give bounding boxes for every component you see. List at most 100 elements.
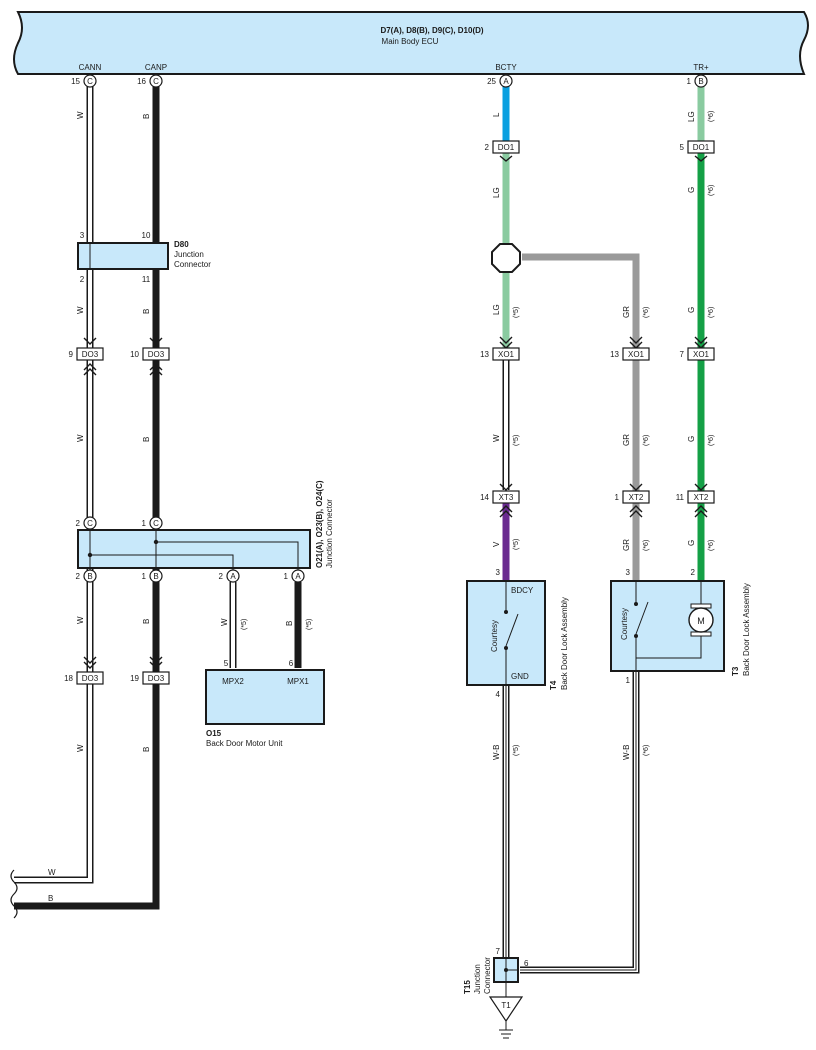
o21-pin-bot-2: B 1 xyxy=(142,569,163,583)
svg-text:5: 5 xyxy=(680,143,685,152)
wire-label-w: W xyxy=(220,618,229,626)
wire-label-note6: (*6) xyxy=(708,435,715,446)
svg-text:16: 16 xyxy=(137,77,146,86)
wire-label-note6: (*6) xyxy=(708,185,715,196)
wire-label-g: G xyxy=(687,540,696,546)
t4-internal-switch xyxy=(504,581,519,685)
svg-text:DO3: DO3 xyxy=(148,350,165,359)
wire-label-gr: GR xyxy=(622,434,631,446)
t4-bottom-terminal: GND xyxy=(511,672,529,681)
terminal-bcty-label: BCTY xyxy=(495,63,517,72)
wire-label-b: B xyxy=(285,621,294,626)
t3-switch-label: Courtesy xyxy=(620,608,629,640)
wire-label-lg: LG xyxy=(687,111,696,122)
ecu-pin-cann: C 15 xyxy=(71,74,97,88)
wire-label-w: W xyxy=(76,434,85,442)
o21-internal-wiring xyxy=(87,530,299,570)
svg-text:XO1: XO1 xyxy=(498,350,515,359)
o21-pin-bot-1: B 2 xyxy=(76,569,97,583)
t4-pin-bottom: 4 xyxy=(496,690,501,699)
o21-pin-top-2: C 1 xyxy=(142,516,163,530)
svg-text:A: A xyxy=(295,572,301,581)
svg-text:XT2: XT2 xyxy=(629,493,644,502)
svg-text:DO3: DO3 xyxy=(148,674,165,683)
wire-label-w: W xyxy=(76,306,85,314)
d80-pin-top-w: 3 xyxy=(80,231,85,240)
svg-text:B: B xyxy=(153,572,158,581)
inline-connector-xt2-gr: XT2 1 xyxy=(615,483,650,518)
t4-name: Back Door Lock Assembly xyxy=(560,597,569,690)
inline-connector-do3-b-lower: DO3 19 xyxy=(130,656,170,685)
svg-text:2: 2 xyxy=(76,572,81,581)
main-body-ecu-panel xyxy=(13,11,809,75)
svg-text:B: B xyxy=(698,77,703,86)
wire-label-note5: (*5) xyxy=(513,539,520,550)
svg-text:T1: T1 xyxy=(501,1001,511,1010)
wire-label-note6: (*6) xyxy=(643,307,650,318)
wire-label-note6: (*6) xyxy=(708,111,715,122)
wire-label-b: B xyxy=(142,619,151,624)
svg-text:1: 1 xyxy=(615,493,620,502)
ground-symbol: T1 xyxy=(488,982,524,1039)
svg-text:XO1: XO1 xyxy=(693,350,710,359)
svg-text:9: 9 xyxy=(69,350,74,359)
wire-label-w: W xyxy=(492,434,501,442)
wire-label-note6: (*6) xyxy=(643,745,650,756)
inline-connector-xt2-g: XT2 11 xyxy=(676,483,715,518)
svg-text:1: 1 xyxy=(142,572,147,581)
inline-connector-xt3: XT3 14 xyxy=(480,483,520,518)
ecu-pin-canp: C 16 xyxy=(137,74,163,88)
svg-text:1: 1 xyxy=(142,519,147,528)
t15-line2: Connector xyxy=(483,957,492,994)
o21-pin-bot-3: A 2 xyxy=(219,569,240,583)
wire-splice-gr xyxy=(522,253,640,348)
svg-text:A: A xyxy=(230,572,236,581)
terminal-canp-label: CANP xyxy=(145,63,167,72)
inline-connector-do3-b-upper: DO3 10 xyxy=(130,337,170,376)
wire-label-note5: (*5) xyxy=(306,619,313,630)
t15-line1: Junction xyxy=(473,964,482,994)
t3-pin-left-top: 3 xyxy=(626,568,631,577)
wire-label-note5: (*5) xyxy=(513,745,520,756)
wire-label-w: W xyxy=(76,111,85,119)
o15-name: Back Door Motor Unit xyxy=(206,739,283,748)
terminal-trp-label: TR+ xyxy=(693,63,709,72)
svg-text:2: 2 xyxy=(485,143,490,152)
inline-connector-do1-bcty: DO1 2 xyxy=(485,140,520,162)
o15-motor-unit-box xyxy=(205,669,325,725)
inline-connector-xo1-gr: XO1 13 xyxy=(610,336,650,361)
svg-text:M: M xyxy=(697,616,705,626)
wire-label-b: B xyxy=(142,437,151,442)
o15-id: O15 xyxy=(206,729,222,738)
svg-text:B: B xyxy=(87,572,92,581)
d80-junction-box xyxy=(77,242,169,270)
t4-id: T4 xyxy=(549,680,558,690)
t4-switch-label: Courtesy xyxy=(490,620,499,652)
ecu-pin-trp: B 1 xyxy=(687,74,708,88)
wire-label-note5: (*5) xyxy=(241,619,248,630)
wire-label-wb: W-B xyxy=(492,745,501,760)
svg-text:11: 11 xyxy=(676,493,685,502)
svg-text:13: 13 xyxy=(480,350,489,359)
svg-text:10: 10 xyxy=(130,350,139,359)
o21-junction-box xyxy=(77,529,311,569)
svg-text:DO1: DO1 xyxy=(693,143,710,152)
svg-text:1: 1 xyxy=(687,77,692,86)
svg-text:7: 7 xyxy=(680,350,685,359)
wire-label-w-horizontal: W xyxy=(48,868,56,877)
t3-motor-icon: M xyxy=(688,603,714,637)
svg-text:25: 25 xyxy=(487,77,496,86)
o21-id: O21(A), O23(B), O24(C) xyxy=(315,480,324,568)
svg-text:A: A xyxy=(503,77,509,86)
ecu-pin-bcty: A 25 xyxy=(487,74,513,88)
svg-text:2: 2 xyxy=(219,572,224,581)
o15-terminal-mpx1: MPX1 xyxy=(287,677,309,686)
svg-text:XT2: XT2 xyxy=(694,493,709,502)
inline-connector-do3-w-lower: DO3 18 xyxy=(64,656,104,685)
d80-line2: Connector xyxy=(174,260,211,269)
splice-point xyxy=(491,243,521,273)
wire-label-b-horizontal: B xyxy=(48,894,53,903)
svg-text:1: 1 xyxy=(284,572,289,581)
o15-pin-5: 5 xyxy=(224,659,229,668)
